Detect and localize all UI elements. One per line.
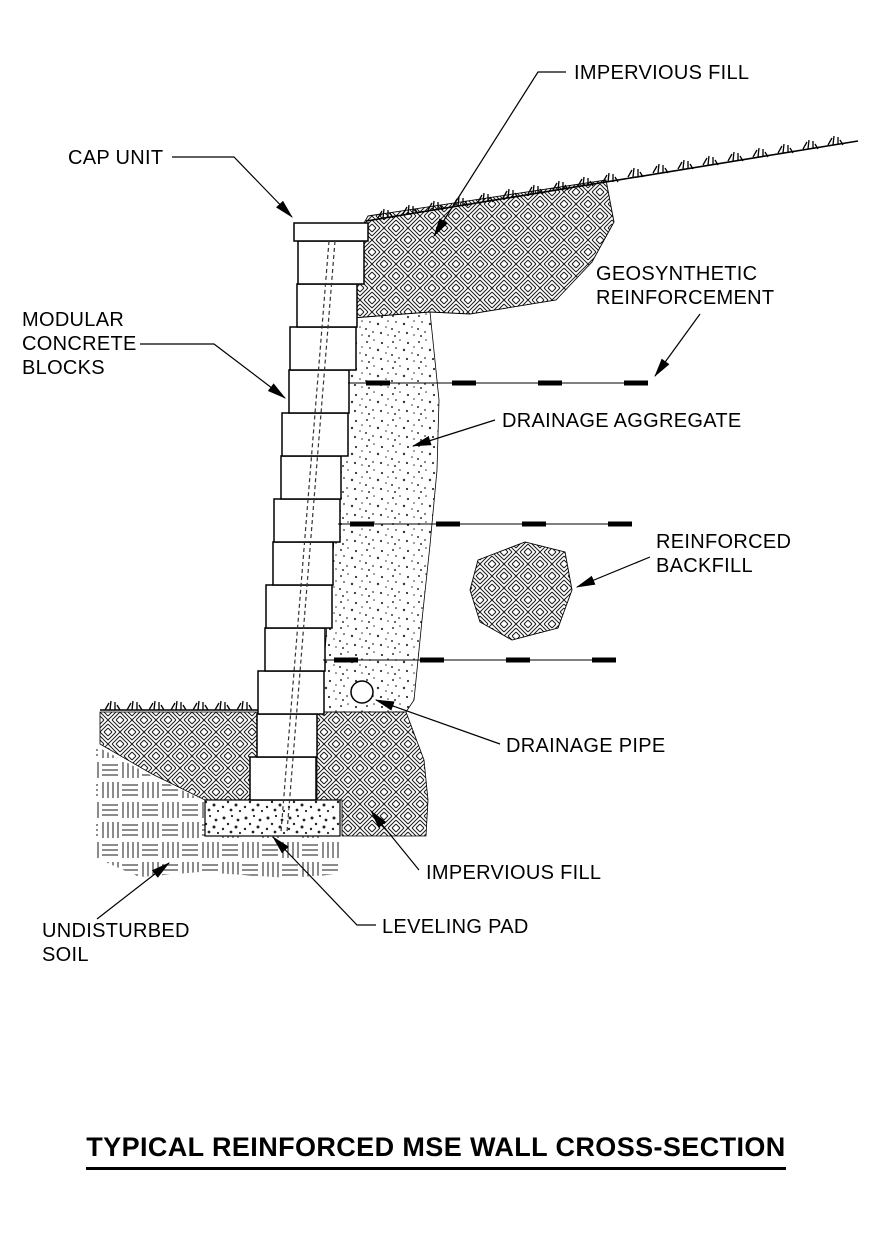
leader-drainage-pipe: [374, 699, 501, 745]
leveling-pad: [204, 799, 341, 837]
wall-block: [281, 412, 349, 457]
leader-undisturbed-soil: [96, 862, 170, 920]
diagram-labels: IMPERVIOUS FILL CAP UNIT GEOSYNTHETIC RE…: [22, 62, 791, 966]
label-leveling-pad: LEVELING PAD: [382, 916, 529, 938]
label-cap-unit: CAP UNIT: [68, 147, 163, 169]
leader-modular-blocks: [140, 343, 286, 399]
wall-block: [256, 713, 318, 758]
wall-block: [249, 756, 317, 801]
label-reinforced-backfill-line1: REINFORCED: [656, 531, 791, 553]
cap-unit-block: [293, 222, 369, 242]
grass-tufts-lower: [104, 700, 253, 711]
label-undisturbed-soil-line2: SOIL: [42, 944, 89, 966]
wall-block: [264, 627, 326, 672]
wall-core-centerlines: [280, 240, 336, 833]
top-ground-line: [365, 140, 859, 222]
wall-block: [280, 455, 342, 500]
leader-impervious-fill-top: [433, 71, 566, 238]
label-modular-line3: BLOCKS: [22, 357, 105, 379]
wall-block: [297, 240, 365, 285]
label-modular-line1: MODULAR: [22, 309, 124, 331]
label-reinforced-backfill-line2: BACKFILL: [656, 555, 753, 577]
label-modular-line2: CONCRETE: [22, 333, 137, 355]
label-drainage-aggregate: DRAINAGE AGGREGATE: [502, 410, 742, 432]
label-geosynthetic-line1: GEOSYNTHETIC: [596, 263, 757, 285]
wall-blocks: [249, 222, 369, 801]
leader-reinforced-backfill: [575, 556, 651, 588]
wall-block: [257, 670, 325, 715]
label-undisturbed-soil-line1: UNDISTURBED: [42, 920, 190, 942]
wall-block: [289, 326, 357, 371]
impervious-fill-bottom-region: [99, 711, 429, 837]
geosynthetic-reinforcement-lines: [323, 380, 648, 663]
wall-block: [273, 498, 341, 543]
drainage-pipe: [350, 680, 374, 704]
label-impervious-fill-bottom: IMPERVIOUS FILL: [426, 862, 601, 884]
leader-drainage-aggregate: [411, 419, 496, 447]
leader-lines: [96, 71, 701, 926]
leader-impervious-fill-bottom: [370, 810, 420, 871]
diagram-title-text: TYPICAL REINFORCED MSE WALL CROSS-SECTIO…: [86, 1132, 786, 1170]
label-geosynthetic-line2: REINFORCEMENT: [596, 287, 774, 309]
label-impervious-fill-top: IMPERVIOUS FILL: [574, 62, 749, 84]
wall-block: [288, 369, 350, 414]
label-drainage-pipe: DRAINAGE PIPE: [506, 735, 666, 757]
leader-leveling-pad: [272, 836, 376, 926]
wall-block: [296, 283, 358, 328]
leader-geosynthetic: [654, 313, 701, 377]
reinforced-backfill-patch: [469, 541, 573, 641]
leader-cap-unit: [172, 156, 293, 218]
diagram-title: TYPICAL REINFORCED MSE WALL CROSS-SECTIO…: [0, 1132, 872, 1170]
